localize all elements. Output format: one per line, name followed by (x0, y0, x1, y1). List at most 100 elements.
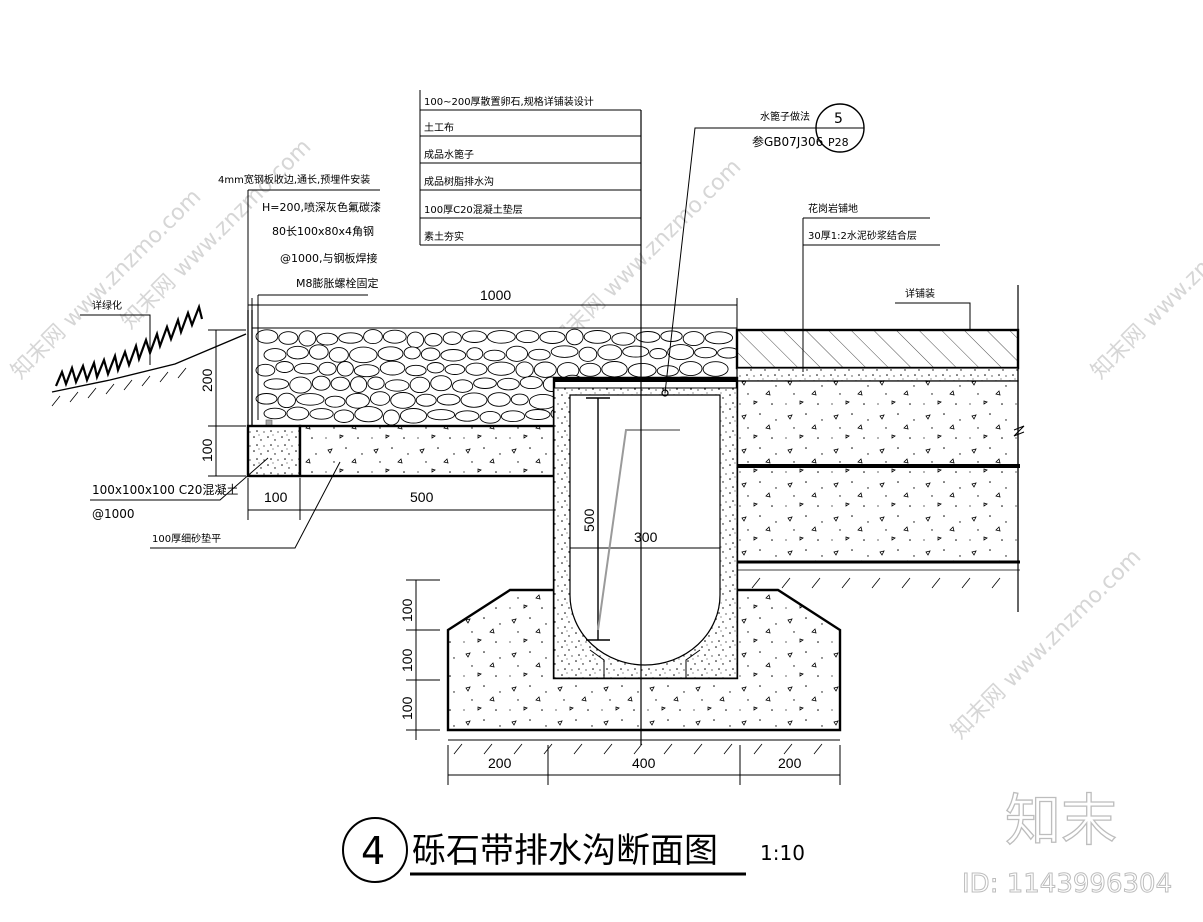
paving-line-1: 花岗岩铺地 (808, 202, 858, 215)
pebble (275, 361, 294, 373)
drawing-title: 4 砾石带排水沟断面图 1:10 (342, 817, 805, 883)
pebble (487, 330, 516, 344)
dim-channel-depth: 500 (581, 508, 597, 532)
pebble (382, 409, 400, 426)
pebble (255, 363, 276, 377)
pebble (440, 349, 467, 362)
dim-footing-height-2: 100 (399, 648, 415, 672)
edging-line-3: 80长100x80x4角钢 (272, 225, 374, 238)
pebble (519, 376, 543, 390)
edging-line-4: @1000,与钢板焊接 (280, 251, 378, 265)
pebble (487, 392, 511, 407)
base-layers (246, 424, 556, 478)
pebble (430, 375, 452, 392)
pebble (702, 361, 729, 377)
pebble (420, 347, 441, 361)
dim-footing-center: 400 (632, 755, 656, 771)
title-text: 砾石带排水沟断面图 (412, 831, 718, 871)
pebble (405, 364, 427, 377)
dim-footing-height-1: 100 (399, 598, 415, 622)
pebble (255, 393, 278, 405)
pebble (367, 376, 385, 390)
planting-callout (80, 314, 151, 365)
callout-grate: 成品水篦子 (424, 148, 474, 161)
edging-line-5: M8膨胀螺栓固定 (296, 276, 379, 290)
callout-geotextile: 土工布 (424, 121, 454, 134)
pebble (678, 361, 703, 377)
pebble (379, 360, 406, 376)
dimension-lines (208, 298, 841, 785)
pebble (627, 362, 657, 378)
pebble (289, 376, 312, 394)
edging-callout (247, 189, 380, 420)
dim-footing-right: 200 (778, 755, 802, 771)
pebble (406, 331, 425, 349)
pebble (336, 361, 354, 377)
dim-footing-height-3: 100 (399, 696, 415, 720)
pebble (466, 347, 484, 361)
pebble (316, 332, 339, 346)
pebble (479, 410, 501, 424)
pebble (263, 407, 287, 420)
footing-line-1: 100x100x100 C20混凝土 (92, 482, 238, 497)
pebble (390, 392, 416, 409)
pebble (667, 344, 695, 361)
paving-line-2: 30厚1:2水泥砂浆结合层 (808, 229, 917, 242)
grate-ref-standard: 参GB07J306 (752, 134, 823, 149)
pebble (293, 362, 319, 375)
drain-stack-callout (419, 90, 641, 246)
pebble (345, 392, 370, 409)
pebble (298, 330, 317, 347)
pebble (415, 393, 437, 407)
pebble (442, 331, 462, 345)
pebble (318, 361, 337, 376)
pebble (550, 345, 579, 358)
pebble (635, 331, 661, 343)
planting-ground (51, 303, 247, 407)
pebble (399, 408, 428, 424)
pebble (452, 379, 474, 393)
pebble (597, 344, 623, 361)
callout-concrete-bed: 100厚C20混凝土垫层 (424, 203, 523, 216)
pebble (462, 330, 487, 343)
pebble (487, 361, 516, 376)
pebble (483, 349, 506, 362)
grate-ref-label: 水篦子做法 (760, 110, 810, 123)
pebble (377, 346, 404, 362)
pebble (427, 409, 456, 421)
grate-ref-index: 5 (834, 111, 843, 127)
dim-footing-left: 200 (488, 755, 512, 771)
pebble (528, 348, 551, 361)
pebble (308, 344, 329, 360)
pebble (324, 395, 346, 408)
edging-line-1: 4mm宽钢板收边,通长,预埋件安装 (218, 173, 370, 186)
right-paving (735, 285, 1025, 612)
pebble (497, 377, 520, 391)
pebble (704, 331, 734, 345)
pebble (515, 330, 540, 344)
pebble (369, 391, 391, 406)
watermark-text: 知末网 www.znzmo.com (547, 154, 747, 354)
pebble (505, 345, 529, 362)
pebble (611, 332, 636, 346)
pebble (578, 346, 598, 362)
pebble (525, 409, 551, 420)
callout-channel: 成品树脂排水沟 (424, 175, 494, 188)
pebble (384, 379, 410, 392)
planting-label: 详绿化 (92, 299, 122, 312)
pebble (286, 345, 309, 360)
callout-gravel: 100~200厚散置卵石,规格详铺装设计 (424, 95, 594, 108)
resin-drain-channel (552, 110, 739, 745)
pebble (409, 376, 431, 394)
pebble (436, 393, 461, 406)
paving-callout (802, 217, 971, 372)
pebble (473, 377, 497, 389)
pebble (353, 364, 380, 378)
pebble (565, 328, 584, 346)
pebble (311, 375, 331, 391)
title-scale: 1:10 (760, 841, 805, 865)
paving-label: 详铺装 (905, 287, 935, 300)
pebble (682, 331, 705, 347)
pebble (330, 376, 350, 391)
